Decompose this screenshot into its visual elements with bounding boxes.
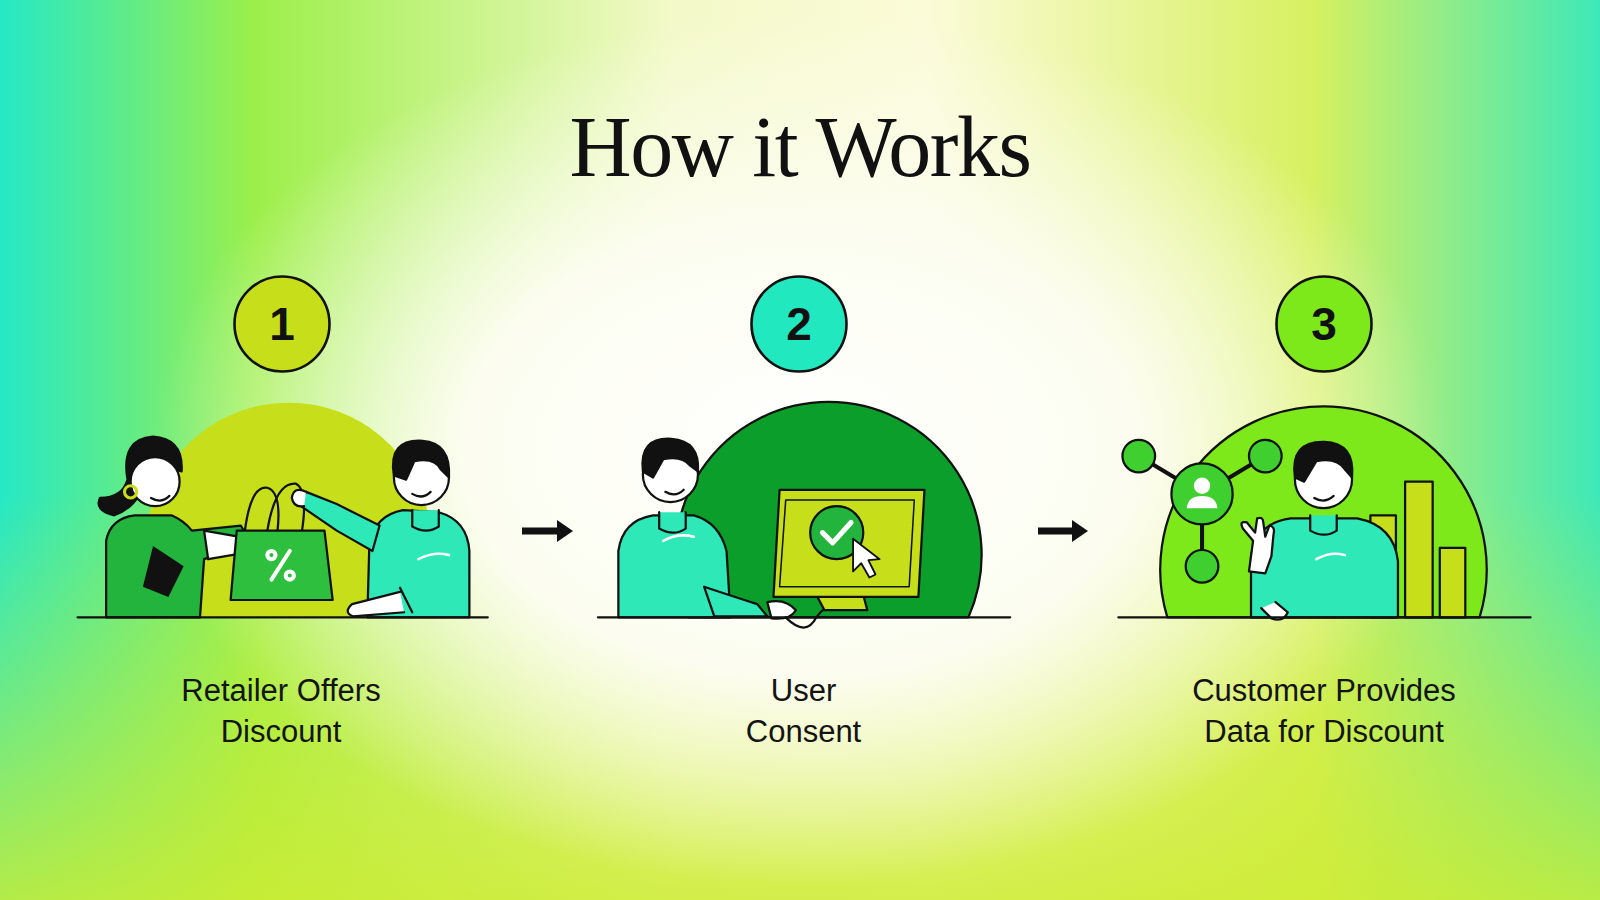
data-scene-part [1122, 440, 1155, 473]
consent-scene-part [853, 539, 880, 578]
data-scene-part [1118, 616, 1530, 618]
data-scene-part [1194, 478, 1210, 494]
retailer-scene-part [143, 546, 184, 597]
data-scene-part [1186, 550, 1219, 583]
retailer-scene-part [393, 441, 449, 480]
step-panel: User Consent [573, 400, 1038, 752]
retailer-scene-part [130, 439, 175, 472]
retailer-scene-part [292, 490, 306, 507]
retailer-scene-part [267, 551, 275, 559]
step-number-circle: 1 [232, 274, 332, 374]
retailer-scene [78, 403, 488, 618]
data-scene-part [1310, 515, 1337, 534]
circle-outline [235, 277, 330, 372]
step-number-circle: 3 [1274, 274, 1374, 374]
circle-outline [1277, 277, 1372, 372]
retailer-scene-part [267, 551, 294, 580]
step-number-circle: 2 [749, 274, 849, 374]
circle-outline [752, 277, 847, 372]
retailer-scene-part [131, 457, 180, 506]
title: How it Works [0, 104, 1600, 190]
step-caption: Customer Provides Data for Discount [1174, 670, 1474, 752]
retailer-scene-part [151, 496, 169, 501]
consent-scene-part [704, 587, 767, 617]
step-number: 1 [269, 301, 295, 347]
retailer-scene-part [106, 515, 251, 617]
retailer-scene-part [412, 510, 439, 530]
consent-scene-part [598, 616, 1010, 618]
step-number: 2 [786, 301, 812, 347]
step-panel: Retailer Offers Discount [72, 400, 522, 752]
data-scene-part [1405, 482, 1433, 618]
retailer-scene-part [298, 492, 380, 551]
step-caption: User Consent [733, 670, 875, 752]
step-caption: Retailer Offers Discount [150, 670, 412, 752]
data-scene-part [1314, 496, 1333, 501]
consent-scene-part [663, 535, 694, 540]
consent-scene-part [659, 512, 686, 532]
retailer-scene-part [348, 592, 404, 616]
consent-scene-part [773, 490, 924, 597]
data-scene-part [1241, 518, 1273, 574]
data-scene-part [1316, 554, 1345, 559]
retailer-scene-part [418, 554, 449, 559]
retailer-scene-part [286, 571, 294, 579]
step-number: 3 [1311, 301, 1337, 347]
flow-arrow [522, 528, 559, 535]
retailer-scene-part [124, 486, 136, 498]
data-scene-part [1187, 496, 1218, 508]
step-panel: Customer Provides Data for Discount [1088, 400, 1538, 752]
data-scene [1118, 406, 1530, 619]
consent-scene [598, 402, 1010, 628]
consent-scene-part [767, 601, 796, 619]
retailer-scene-part [231, 531, 333, 600]
data-scene-part [1171, 463, 1232, 524]
retailer-scene-part [412, 492, 430, 497]
data-scene-part [1249, 440, 1282, 473]
data-scene-part [1294, 442, 1352, 482]
retailer-scene-part [78, 616, 488, 618]
retailer-scene-part [400, 588, 412, 612]
data-scene-part [1440, 548, 1466, 617]
consent-scene-part [780, 500, 915, 587]
consent-scene-part [642, 439, 698, 478]
consent-scene-part [822, 522, 851, 542]
data-scene-part [1160, 406, 1487, 617]
retailer-scene-part [99, 437, 182, 516]
consent-scene-part [665, 490, 683, 495]
flow-arrow [1038, 528, 1074, 535]
